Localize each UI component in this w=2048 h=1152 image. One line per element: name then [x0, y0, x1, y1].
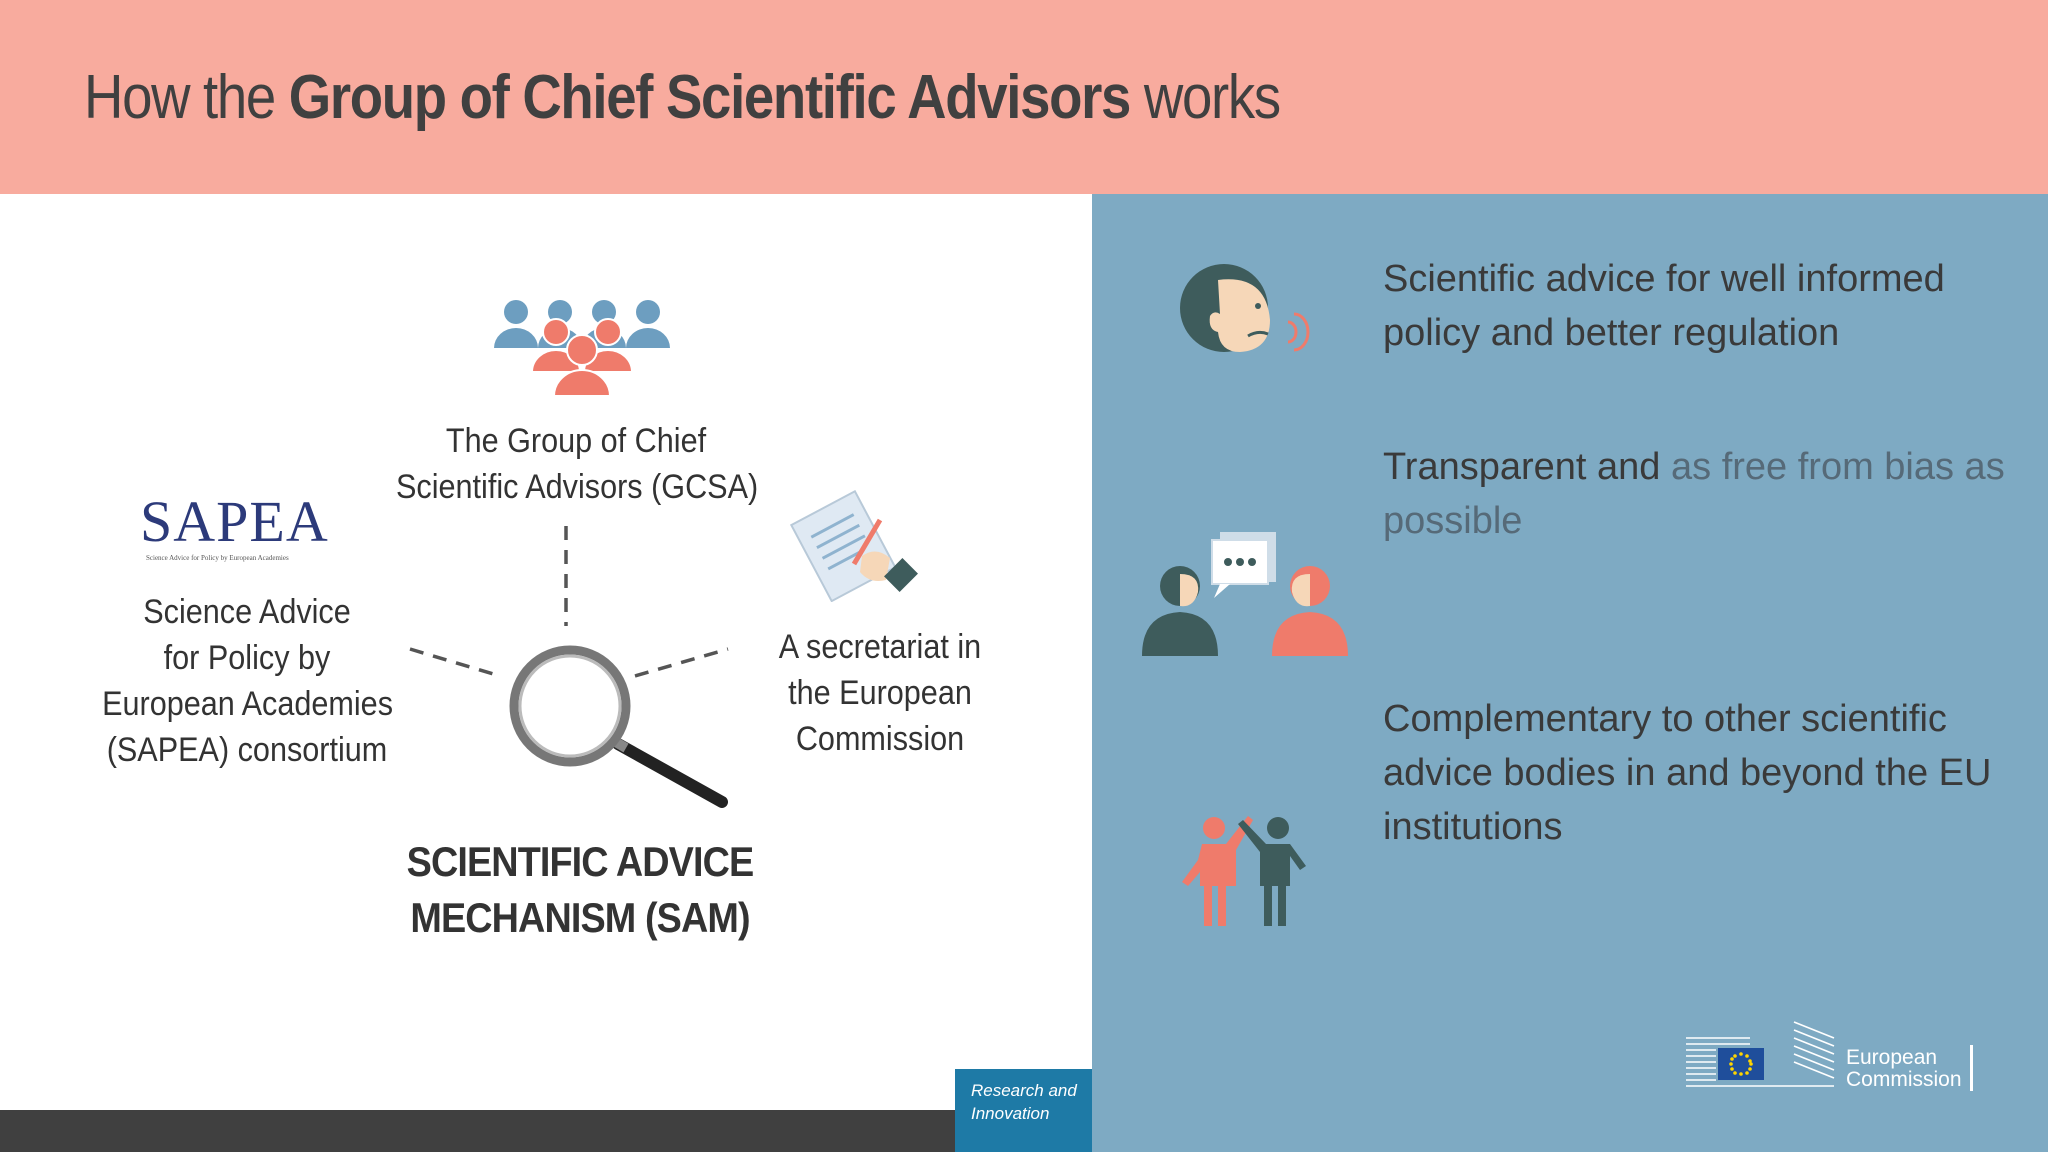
sam-title-line: SCIENTIFIC ADVICE — [406, 838, 755, 885]
principle-3: Complementary to other scientific advice… — [1383, 692, 1991, 854]
principle-2-line: possible — [1383, 500, 1523, 542]
diagram-connectors — [409, 526, 729, 678]
badge-line: Innovation — [971, 1104, 1050, 1123]
connector-right — [634, 647, 729, 678]
principle-3-line: Complementary to other scientific — [1383, 698, 1947, 740]
title-bold: Group of Chief Scientific Advisors — [288, 63, 1132, 132]
title-suffix: works — [1130, 63, 1281, 132]
sapea-label-line: European Academies — [102, 685, 393, 723]
ec-line: European — [1846, 1046, 1938, 1069]
principle-3-line: advice bodies in and beyond the EU — [1383, 752, 1992, 794]
sam-title: SCIENTIFIC ADVICE MECHANISM (SAM) — [360, 834, 800, 946]
secretariat-label-line: Commission — [795, 720, 965, 758]
sapea-label-line: Science Advice — [143, 593, 351, 631]
sapea-label-line: for Policy by — [163, 639, 331, 677]
speaking-person-icon — [1180, 264, 1310, 352]
connector-left — [409, 647, 501, 678]
conversation-icon — [1142, 532, 1348, 656]
sapea-label: Science Advice for Policy by European Ac… — [86, 589, 408, 773]
gcsa-label-line: Scientific Advisors (GCSA) — [396, 468, 759, 506]
principle-1: Scientific advice for well informed poli… — [1383, 252, 1945, 360]
principle-3-line: institutions — [1383, 806, 1563, 848]
magnifying-glass-icon — [509, 645, 728, 808]
sapea-logo: SAPEA Science Advice for Policy by Europ… — [140, 489, 360, 563]
european-commission-label: European Commission — [1846, 1047, 1962, 1091]
group-of-people-icon — [494, 300, 670, 397]
european-commission-logo — [1686, 1021, 1835, 1087]
principle-2: Transparent and as free from bias as pos… — [1383, 440, 2005, 548]
secretariat-label-line: the European — [788, 674, 972, 712]
high-five-icon — [1182, 816, 1306, 926]
secretariat-label-line: A secretariat in — [778, 628, 982, 666]
gcsa-label-line: The Group of Chief — [445, 422, 707, 460]
ec-divider — [1970, 1045, 1973, 1091]
header-banner: How the Group of Chief Scientific Adviso… — [0, 0, 2048, 194]
badge-line: Research and — [971, 1081, 1077, 1100]
principles-panel — [1092, 194, 2048, 1152]
principle-2-text: Transparent and — [1383, 446, 1671, 488]
sapea-logo-text: SAPEA — [140, 489, 329, 554]
document-signing-icon — [790, 490, 918, 602]
sam-title-line: MECHANISM (SAM) — [410, 894, 750, 941]
gcsa-label: The Group of Chief Scientific Advisors (… — [376, 418, 776, 510]
footer-bar — [0, 1110, 1092, 1152]
slide-title: How the Group of Chief Scientific Adviso… — [84, 62, 1281, 133]
principle-2-highlight: as free from bias as — [1671, 446, 2005, 488]
ec-line: Commission — [1846, 1068, 1962, 1091]
title-prefix: How the — [84, 63, 289, 132]
research-innovation-badge: Research and Innovation — [955, 1069, 1092, 1152]
sapea-logo-subtitle: Science Advice for Policy by European Ac… — [146, 554, 289, 562]
sapea-label-line: (SAPEA) consortium — [106, 731, 388, 769]
principle-1-line: policy and better regulation — [1383, 312, 1840, 354]
secretariat-label: A secretariat in the European Commission — [740, 624, 1020, 762]
principle-1-line: Scientific advice for well informed — [1383, 258, 1945, 300]
